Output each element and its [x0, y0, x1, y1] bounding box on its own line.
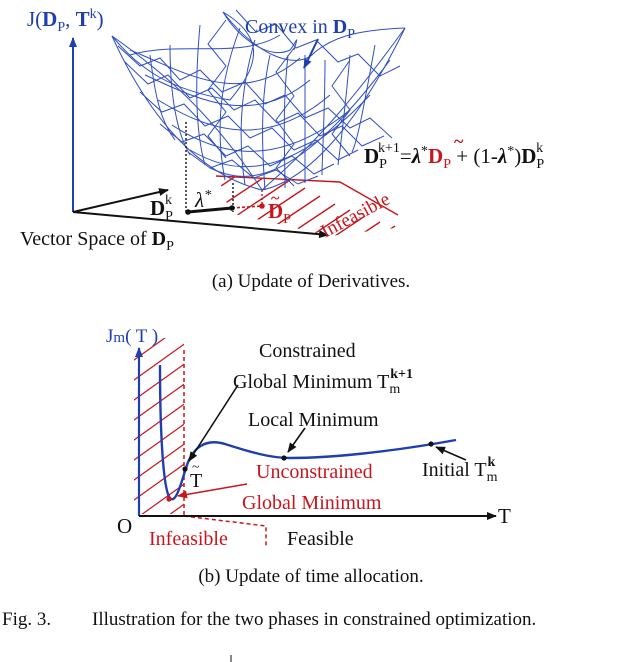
panel-a-y-axis-label: J(DP, Tk)	[27, 7, 104, 35]
initial-label: Initial Tmk	[422, 455, 498, 485]
caption-b: (b) Update of time allocation.	[198, 566, 423, 587]
t-tilde-label: T	[190, 470, 202, 492]
infeasible-region-hatch-b	[134, 338, 184, 514]
unconstrained-min-arrow	[177, 483, 248, 499]
unconstrained-min-point	[166, 496, 172, 502]
update-equation: DPk+1=λ*DP + (1-λ*)DPk	[364, 141, 544, 172]
point-tilde-label: DP	[268, 199, 291, 227]
tilde-mark-eq: ~	[454, 131, 464, 151]
panel-b: Jm( T ) Constrained Global Minimum Tmk+1…	[106, 326, 511, 587]
point-update-marker	[229, 205, 235, 211]
panel-a-x-axis-label: Vector Space of DP	[20, 228, 174, 254]
convex-label: Convex in DP	[245, 16, 355, 42]
local-min-point	[281, 455, 287, 461]
update-step-segment	[187, 206, 233, 214]
caption-a: (a) Update of Derivatives.	[212, 271, 410, 292]
cost-curve	[158, 364, 457, 501]
point-dk-marker	[185, 209, 191, 215]
tilde-mark-point: ~	[271, 190, 280, 207]
t-tilde-point	[182, 466, 188, 472]
infeasible-label-a: Infeasible	[317, 189, 393, 243]
feasible-label: Feasible	[287, 528, 354, 550]
unconstrained-label-line2: Global Minimum	[242, 492, 382, 514]
unconstrained-label-line1: Unconstrained	[256, 461, 373, 483]
figure-caption-text: Illustration for the two phases in const…	[92, 609, 536, 630]
t-tilde-mark: ~	[192, 460, 200, 475]
constrained-label-line1: Constrained	[259, 340, 356, 362]
origin-label: O	[117, 514, 132, 538]
point-dk-label: DPk	[150, 193, 173, 224]
initial-point-arrow	[435, 446, 467, 461]
point-tilde-marker	[259, 203, 265, 209]
local-min-arrow	[287, 427, 306, 453]
figure-number: Fig. 3.	[2, 609, 51, 630]
panel-b-x-axis-label: T	[498, 504, 511, 528]
convex-pointer-arrow	[303, 38, 319, 69]
panel-a-x-axis	[72, 211, 329, 239]
panel-a: J(DP, Tk) Convex in DP DPk+1=λ*DP + (1-λ…	[20, 7, 544, 292]
lambda-label: λ*	[194, 188, 211, 212]
panel-a-depth-axis	[72, 188, 169, 213]
local-min-label: Local Minimum	[248, 409, 379, 431]
infeasible-label-b: Infeasible	[149, 528, 228, 550]
panel-b-y-axis-label: Jm( T )	[106, 326, 158, 347]
constrained-label-line2: Global Minimum Tmk+1	[233, 367, 413, 397]
initial-point	[428, 441, 434, 447]
update-extension-segment	[231, 205, 263, 209]
constrained-min-arrow	[188, 384, 239, 462]
